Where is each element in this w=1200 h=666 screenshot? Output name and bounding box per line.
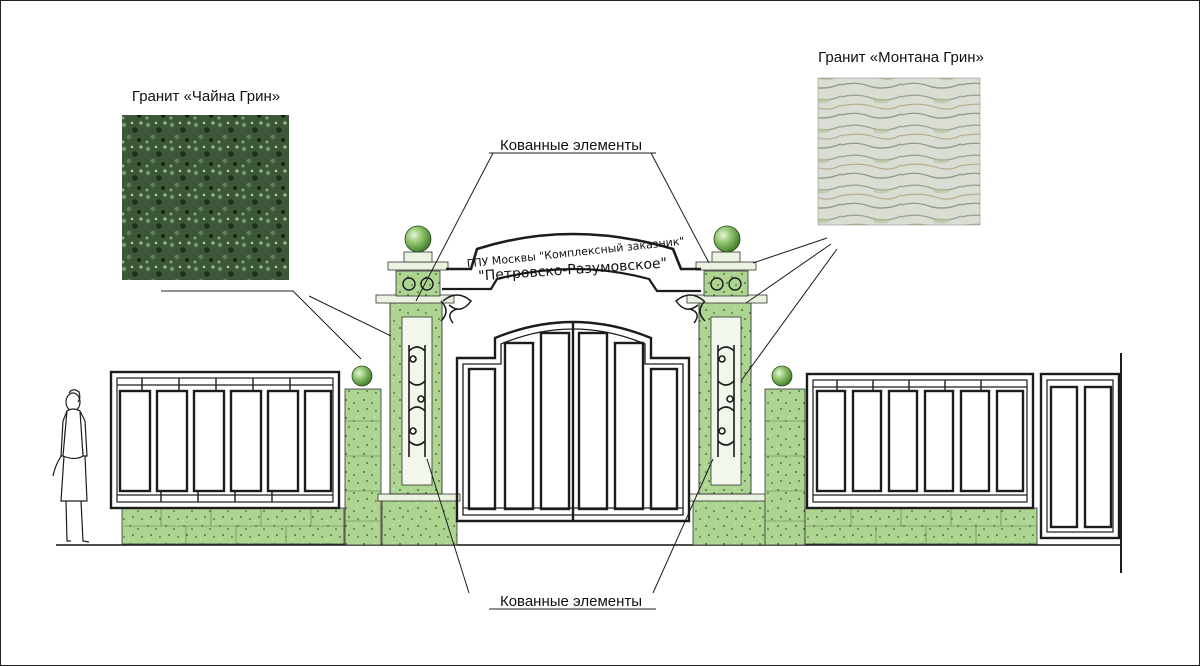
china-green-swatch [122, 115, 289, 280]
label-forged-top: Кованные элементы [500, 137, 642, 154]
left-pillar-base [381, 498, 458, 546]
right-pillar-base [692, 498, 769, 546]
right-fence-section [805, 372, 1035, 510]
label-forged-bottom: Кованные элементы [500, 593, 642, 610]
leader-lines [161, 152, 838, 594]
label-china-green: Гранит «Чайна Грин» [132, 88, 280, 105]
forged-scroll-ornaments [440, 294, 706, 324]
right-pillar-ball [713, 225, 741, 253]
person-silhouette [52, 389, 90, 543]
right-small-pillar [764, 388, 806, 546]
montana-green-swatch [817, 77, 981, 226]
left-small-ball [351, 365, 373, 387]
left-pillar-ball [404, 225, 432, 253]
main-gate [455, 320, 691, 523]
arch-sign-frame [446, 232, 701, 271]
left-fence-section [109, 370, 341, 510]
right-small-ball [771, 365, 793, 387]
wicket-gate [1039, 353, 1122, 573]
leader-underlines [489, 152, 656, 610]
left-small-pillar [344, 388, 382, 546]
label-montana-green: Гранит «Монтана Грин» [818, 49, 984, 66]
